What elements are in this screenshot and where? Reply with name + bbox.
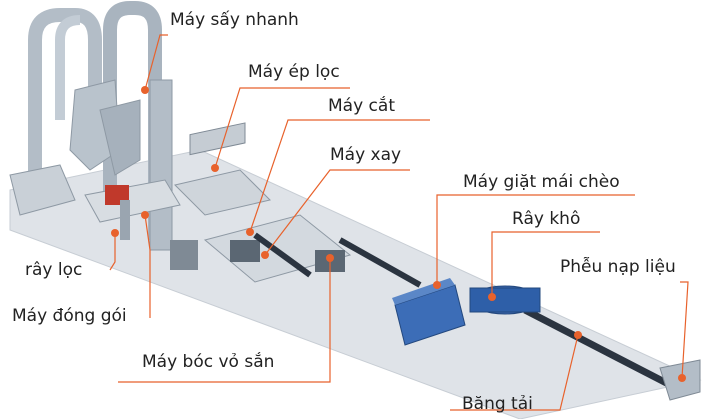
label-pheu-nap-lieu: Phễu nạp liệu bbox=[560, 257, 676, 277]
callout-lines bbox=[109, 34, 689, 411]
label-ray-kho: Rây khô bbox=[512, 209, 581, 229]
label-may-cat: Máy cắt bbox=[328, 96, 395, 116]
dry-sieve-machine bbox=[469, 285, 541, 315]
label-may-dong-goi: Máy đóng gói bbox=[12, 306, 127, 326]
label-may-say-nhanh: Máy sấy nhanh bbox=[170, 10, 299, 30]
label-bang-tai: Băng tải bbox=[462, 394, 533, 414]
label-may-giat-mai-cheo: Máy giặt mái chèo bbox=[463, 172, 620, 192]
sieve-packing-unit bbox=[84, 179, 181, 240]
label-may-ep-loc: Máy ép lọc bbox=[248, 62, 340, 82]
label-ray-loc: rây lọc bbox=[25, 260, 83, 280]
label-may-boc-vo-san: Máy bóc vỏ sắn bbox=[142, 352, 275, 372]
callout-dots bbox=[111, 86, 686, 382]
conveyor-belts bbox=[253, 232, 682, 394]
filter-press-machine bbox=[174, 122, 271, 216]
label-may-xay: Máy xay bbox=[330, 145, 402, 165]
